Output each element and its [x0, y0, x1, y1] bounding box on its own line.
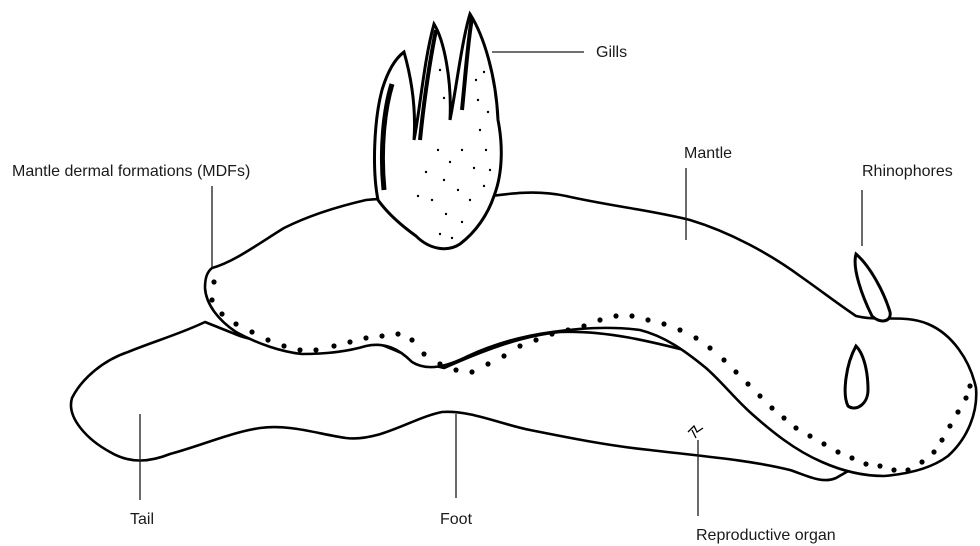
mdf-dot: [219, 311, 224, 316]
mdf-dot: [967, 383, 972, 388]
mdf-dot: [313, 347, 318, 352]
mantle-label: Mantle: [684, 145, 732, 162]
mdf-dot: [863, 461, 868, 466]
mdf-dot: [939, 437, 944, 442]
mdf-dot: [281, 343, 286, 348]
mdf-dot: [453, 367, 458, 372]
mdf-dot: [963, 395, 968, 400]
mdf-dot: [661, 321, 666, 326]
mdf-dot: [821, 441, 826, 446]
rhinophore-upper: [855, 254, 890, 321]
mdf-dot: [409, 337, 414, 342]
mdf-dot: [757, 393, 762, 398]
mdf-dot: [565, 327, 570, 332]
mdf-dot: [849, 455, 854, 460]
mdfs-label: Mantle dermal formations (MDFs): [12, 163, 250, 180]
mdf-dot: [629, 313, 634, 318]
mdf-dot: [891, 467, 896, 472]
gills-structure: [375, 14, 502, 249]
mdf-dot: [807, 433, 812, 438]
mdf-dot: [211, 279, 216, 284]
mdf-dot: [209, 297, 214, 302]
mdf-dot: [485, 361, 490, 366]
mdf-dot: [613, 313, 618, 318]
mdf-dot: [947, 423, 952, 428]
mdf-dot: [707, 345, 712, 350]
mdf-dot: [233, 321, 238, 326]
mdf-dot: [733, 369, 738, 374]
mdf-dot: [437, 361, 442, 366]
mdf-dot: [265, 337, 270, 342]
mdf-dot: [421, 351, 426, 356]
mdf-dot: [363, 335, 368, 340]
mdf-dot: [297, 347, 302, 352]
mdf-dot: [693, 335, 698, 340]
mdf-dot: [249, 329, 254, 334]
mdf-dot: [501, 353, 506, 358]
mdf-dot: [877, 463, 882, 468]
mdf-dot: [793, 425, 798, 430]
mdf-dot: [781, 415, 786, 420]
mdf-dot: [919, 459, 924, 464]
rhinophores-label: Rhinophores: [862, 163, 953, 180]
mdf-dot: [745, 381, 750, 386]
mdf-dot: [533, 337, 538, 342]
mdf-dot: [549, 331, 554, 336]
reproductive-organ-label: Reproductive organ: [696, 527, 836, 544]
foot-label: Foot: [440, 511, 473, 528]
mdf-dot: [597, 317, 602, 322]
gills-label: Gills: [596, 44, 627, 61]
mdf-dot: [517, 343, 522, 348]
mdf-dot: [677, 327, 682, 332]
mdf-dot: [769, 405, 774, 410]
mdf-dot: [645, 317, 650, 322]
mdf-dot: [931, 449, 936, 454]
mdf-dot: [347, 339, 352, 344]
mdf-dot: [331, 343, 336, 348]
mdf-dot: [581, 323, 586, 328]
mdf-dot: [395, 331, 400, 336]
mdf-dot: [905, 467, 910, 472]
mdf-dot: [379, 333, 384, 338]
mdf-dot: [835, 449, 840, 454]
mdf-dot: [721, 357, 726, 362]
tail-label: Tail: [130, 511, 154, 528]
mdf-dot: [955, 409, 960, 414]
mdf-dot: [469, 369, 474, 374]
